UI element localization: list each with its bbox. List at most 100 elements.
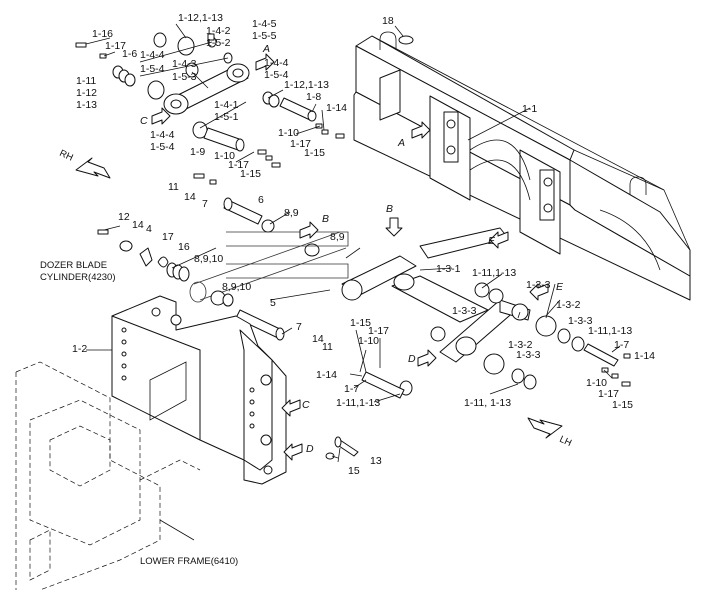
view-letter-d-link: D — [408, 353, 416, 365]
callout-1-17-b: 1-17 — [290, 138, 311, 150]
callout-4: 4 — [146, 223, 152, 235]
callout-1-5-4-a: 1-5-4 — [140, 63, 165, 75]
callout-1-11-1-13-mid: 1-11,1-13 — [336, 397, 380, 409]
callout-1-16: 1-16 — [92, 28, 113, 40]
lh-direction-arrow — [527, 417, 563, 439]
callout-11-low: 11 — [322, 341, 333, 353]
washer-14 — [119, 240, 133, 252]
view-letter-d-frame: D — [306, 443, 314, 455]
callout-1-12: 1-12 — [76, 87, 97, 99]
callout-1-8: 1-8 — [306, 91, 321, 103]
rh-direction-arrow — [75, 157, 111, 179]
callout-1-11-1-13-b: 1-11,1-13 — [588, 325, 632, 337]
pin-1-9 — [203, 127, 245, 152]
callout-6: 6 — [258, 194, 264, 206]
callout-1-9: 1-9 — [190, 146, 205, 158]
main-frame — [111, 295, 287, 485]
dozer-blade — [353, 31, 691, 301]
callout-17: 17 — [162, 231, 174, 243]
callout-1-4-1: 1-4-1 — [214, 99, 239, 111]
callout-1-10-a: 1-10 — [214, 150, 235, 162]
callout-16: 16 — [178, 241, 190, 253]
view-letter-a-blade: A — [397, 137, 405, 149]
callout-1-4-3: 1-4-3 — [172, 58, 197, 70]
callout-7-mid: 7 — [296, 321, 302, 333]
callout-7-top: 7 — [202, 198, 208, 210]
view-letter-c-frame: C — [302, 399, 310, 411]
callout-1-4-4-b: 1-4-4 — [264, 57, 289, 69]
callout-14-mid: 14 — [132, 219, 144, 231]
callout-1-7-mid: 1-7 — [344, 383, 359, 395]
callout-1-12-1-13-right: 1-12,1-13 — [284, 79, 329, 91]
view-letter-b-frame: B — [386, 203, 393, 215]
callout-1-17-a: 1-17 — [228, 159, 249, 171]
callout-8-9-b: 8,9 — [330, 231, 345, 243]
callout-1-4-4-c: 1-4-4 — [150, 129, 175, 141]
callout-1-2: 1-2 — [72, 343, 87, 355]
callout-1-4-2: 1-4-2 — [206, 25, 231, 37]
callout-1-5-4-b: 1-5-4 — [264, 69, 289, 81]
callout-1-3-3-a: 1-3-3 — [526, 279, 551, 291]
callout-1-3-2-a: 1-3-2 — [556, 299, 581, 311]
view-letter-b-top: B — [322, 213, 329, 225]
callout-1-3-1: 1-3-1 — [436, 263, 461, 275]
callout-1-11-1-13-a: 1-11,1-13 — [472, 267, 516, 279]
callout-1-3-2-b: 1-3-2 — [508, 339, 533, 351]
callout-1-14-mid: 1-14 — [316, 369, 337, 381]
callout-1-15-right: 1-15 — [612, 399, 633, 411]
callout-18: 18 — [382, 15, 394, 27]
callout-1-12-1-13-top: 1-12,1-13 — [178, 12, 223, 24]
callout-1-4-5: 1-4-5 — [252, 18, 277, 30]
lh-label: LH — [558, 434, 574, 449]
callout-dozer-blade: DOZER BLADE — [40, 260, 107, 271]
view-letter-e-top: E — [488, 235, 496, 247]
callout-1-17-right: 1-17 — [598, 388, 619, 400]
callout-14-low: 14 — [312, 333, 324, 345]
callout-1-6: 1-6 — [122, 48, 137, 60]
lower-frame-ghost — [15, 361, 201, 591]
callout-1-13: 1-13 — [76, 99, 97, 111]
pin-1-8 — [279, 97, 317, 122]
callout-1-1: 1-1 — [522, 103, 537, 115]
callout-8-9-a: 8,9 — [284, 207, 299, 219]
tilt-link — [163, 63, 250, 115]
callout-1-15-a: 1-15 — [240, 168, 261, 180]
view-letters: A A B B C C D D E E — [140, 43, 564, 455]
callout-1-15-b: 1-15 — [304, 147, 325, 159]
callout-1-11: 1-11 — [76, 75, 96, 87]
view-letter-e-right: E — [556, 281, 564, 293]
bolt-13 — [334, 436, 359, 457]
callout-1-10-mid: 1-10 — [358, 335, 379, 347]
washer-15 — [325, 452, 335, 460]
callout-1-7-right: 1-7 — [614, 339, 629, 351]
small-bolts — [75, 33, 631, 387]
pin-6 — [223, 197, 263, 225]
callout-5: 5 — [270, 297, 276, 309]
callout-11-top: 11 — [168, 181, 179, 193]
callout-8-9-10-b: 8,9,10 — [222, 281, 251, 293]
callout-1-3-3-d: 1-3-3 — [516, 349, 541, 361]
callout-1-5-5: 1-5-5 — [252, 30, 277, 42]
leader-lines — [85, 23, 621, 541]
callout-1-10-right: 1-10 — [586, 377, 607, 389]
view-letter-c-top: C — [140, 115, 148, 127]
callout-1-4-4-a: 1-4-4 — [140, 49, 165, 61]
callout-14-top: 14 — [184, 191, 196, 203]
callout-1-15-mid: 1-15 — [350, 317, 371, 329]
view-arrows — [151, 53, 549, 461]
dozer-cylinder-ghost — [189, 231, 349, 303]
callout-15: 15 — [348, 465, 360, 477]
callout-1-5-2: 1-5-2 — [206, 37, 231, 49]
pin-5 — [235, 309, 285, 341]
rh-label: RH — [58, 148, 75, 164]
bracket-4 — [139, 247, 153, 267]
callout-1-11-1-13-bottom: 1-11, 1-13 — [464, 397, 511, 409]
callout-1-10-b: 1-10 — [278, 127, 299, 139]
callout-1-5-1: 1-5-1 — [214, 111, 239, 123]
callout-1-3-3-c: 1-3-3 — [568, 315, 593, 327]
bushing-8-9-top — [261, 219, 275, 233]
callout-1-17: 1-17 — [105, 40, 126, 52]
callout-cylinder-4230: CYLINDER(4230) — [40, 272, 116, 283]
